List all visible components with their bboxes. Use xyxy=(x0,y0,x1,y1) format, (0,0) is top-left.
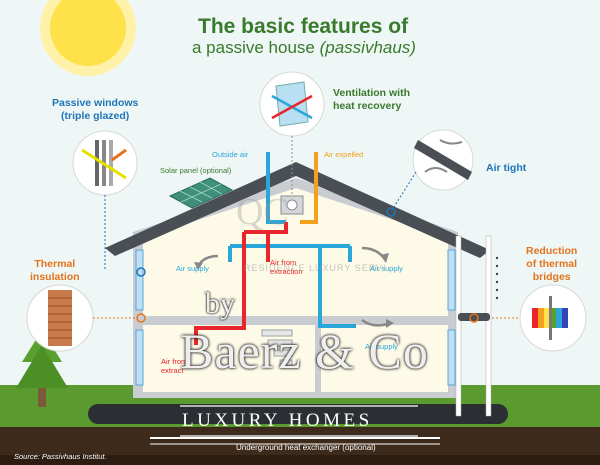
airflow-arrow-lower xyxy=(361,318,389,327)
label-thermal-insulation-l2: insulation xyxy=(30,271,80,283)
floor-slab xyxy=(143,316,448,325)
soil-bottom xyxy=(0,455,600,465)
supply-duct-lower xyxy=(318,246,356,328)
tb-band-green xyxy=(550,308,556,328)
label-air-expelled: Air expelled xyxy=(324,150,364,159)
title-line-2: a passive house (passivhaus) xyxy=(192,38,416,58)
label-reduction-bridges-l1: Reduction xyxy=(526,245,578,257)
label-air-from-extraction-top: Air from extraction xyxy=(270,258,303,276)
watermark-by: by xyxy=(205,287,235,320)
airtight-arrow-b xyxy=(439,139,463,145)
solar-panel xyxy=(168,177,234,209)
label-air-from-extraction-lower-l1: Air from xyxy=(161,357,188,366)
label-ventilation: Ventilation with heat recovery xyxy=(333,87,410,113)
heat-exchanger-core xyxy=(275,81,309,127)
label-passive-windows: Passive windows (triple glazed) xyxy=(52,97,138,123)
watermark-qc: QC xyxy=(236,191,289,233)
airtight-roof-section xyxy=(414,140,472,180)
label-thermal-insulation: Thermal insulation xyxy=(30,258,80,284)
hx-warm-flow xyxy=(271,94,313,120)
extraction-duct-lower xyxy=(194,232,246,345)
source-caption: Source: Passivhaus Institut. xyxy=(14,452,107,461)
wall-insulation-left-lower xyxy=(135,329,144,386)
heat-reflect-arrow xyxy=(111,148,127,162)
vent-pipe-2 xyxy=(455,235,462,417)
house-interior xyxy=(143,188,448,392)
label-air-from-extraction-top-l1: Air from xyxy=(270,258,297,267)
watermark-brand-name: Baerz & Co xyxy=(180,323,429,379)
window-glass-3 xyxy=(109,140,113,186)
sun-ray-arrow xyxy=(81,148,127,180)
label-air-supply-lower: Air supply xyxy=(365,342,398,351)
label-reduction-bridges-l2: of thermal xyxy=(526,258,578,270)
tb-band-red xyxy=(532,308,538,328)
label-reduction-bridges-l3: bridges xyxy=(532,271,571,283)
label-air-supply-left: Air supply xyxy=(176,264,209,273)
staircase xyxy=(261,329,293,367)
wall-insulation-right-lower xyxy=(447,329,456,386)
watermark-faint-text: RESIDENCE LUXURY SERVI xyxy=(244,263,387,273)
label-ventilation-l1: Ventilation with xyxy=(333,87,411,99)
label-air-from-extraction-lower-l2: extract xyxy=(161,366,184,375)
title-line-2-italic: (passivhaus) xyxy=(319,38,416,57)
bridges-marker xyxy=(469,313,479,323)
tb-bolt xyxy=(549,296,552,340)
label-passive-windows-l1: Passive windows xyxy=(52,97,139,109)
airtight-arrow-a xyxy=(424,167,448,173)
airtight-leader xyxy=(391,171,417,211)
dotted-line-right xyxy=(495,256,499,300)
windows-marker xyxy=(136,267,146,277)
airflow-arrowhead-right xyxy=(380,253,389,263)
wall-insulation-left-upper xyxy=(135,249,144,311)
insulation-marker xyxy=(136,313,146,323)
tb-band-blue xyxy=(556,308,562,328)
title-line-1: The basic features of xyxy=(198,15,409,38)
sun xyxy=(50,0,126,66)
extraction-link xyxy=(244,222,288,234)
watermark-luxury-homes: LUXURY HOMES xyxy=(182,410,373,431)
ventilation-fan xyxy=(286,199,298,211)
outside-air-duct xyxy=(266,152,286,224)
label-air-tight: Air tight xyxy=(486,162,527,174)
label-ventilation-l2: heat recovery xyxy=(333,100,402,112)
airflow-arrowhead-left xyxy=(194,262,203,270)
airflow-arrowhead-lower xyxy=(386,319,394,328)
insulation-bricks xyxy=(48,290,72,346)
label-air-from-extraction-top-l2: extraction xyxy=(270,267,303,276)
label-passive-windows-l2: (triple glazed) xyxy=(61,110,130,122)
foundation-slab xyxy=(88,404,508,424)
label-underground: Underground heat exchanger (optional) xyxy=(236,443,376,452)
label-thermal-insulation-l1: Thermal xyxy=(34,258,76,270)
label-air-from-extraction-lower: Air from extract xyxy=(161,357,187,375)
title-line-2-main: a passive house xyxy=(192,38,320,57)
wall-insulation-right-upper xyxy=(447,249,456,311)
tb-band-orange xyxy=(538,308,544,328)
airtight-marker xyxy=(386,207,396,217)
label-air-supply-right: Air supply xyxy=(370,264,403,273)
label-outside-air: Outside air xyxy=(212,150,249,159)
air-expelled-duct xyxy=(300,152,318,224)
label-reduction-bridges: Reduction of thermal bridges xyxy=(526,245,577,284)
tb-band-navy xyxy=(562,308,568,328)
window-glass-1 xyxy=(95,140,99,186)
brick-lines xyxy=(48,297,72,339)
vent-pipe xyxy=(485,235,492,417)
tb-band-yellow xyxy=(544,308,550,328)
balcony-bracket xyxy=(458,313,490,321)
label-solar-panel: Solar panel (optional) xyxy=(160,166,232,175)
interior-wall xyxy=(315,325,321,392)
